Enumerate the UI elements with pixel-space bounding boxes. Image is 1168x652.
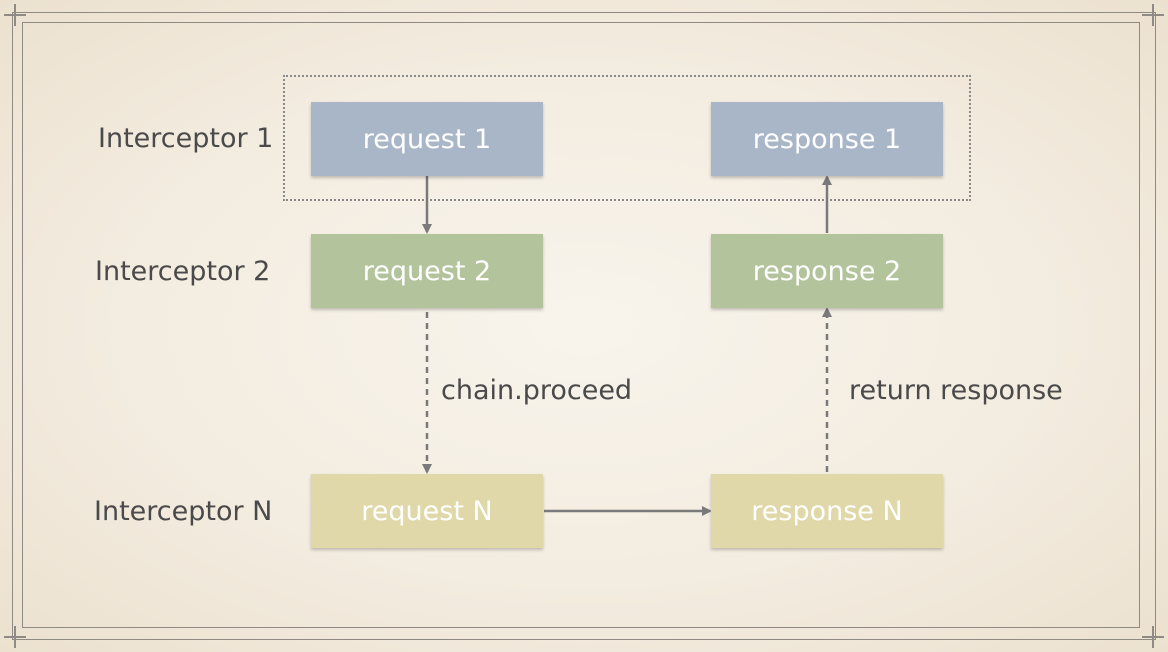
interceptor-1-group-box <box>283 75 971 201</box>
interceptor-1-label: Interceptor 1 <box>98 123 274 154</box>
request-1-box: request 1 <box>311 102 543 176</box>
corner-ornament-bottom-right <box>1142 626 1164 648</box>
response-n-box: response N <box>711 474 943 548</box>
interceptor-n-label: Interceptor N <box>94 496 273 527</box>
corner-ornament-bottom-left <box>4 626 26 648</box>
interceptor-2-label: Interceptor 2 <box>95 256 271 287</box>
response-2-box: response 2 <box>711 234 943 308</box>
corner-ornament-top-right <box>1142 4 1164 26</box>
response-1-box: response 1 <box>711 102 943 176</box>
chain-proceed-label: chain.proceed <box>441 375 633 406</box>
slide-frame-outer <box>12 12 1156 640</box>
corner-ornament-top-left <box>4 4 26 26</box>
return-response-label: return response <box>849 375 1063 406</box>
slide-frame-inner <box>22 22 1140 628</box>
request-2-box: request 2 <box>311 234 543 308</box>
request-n-box: request N <box>311 474 543 548</box>
